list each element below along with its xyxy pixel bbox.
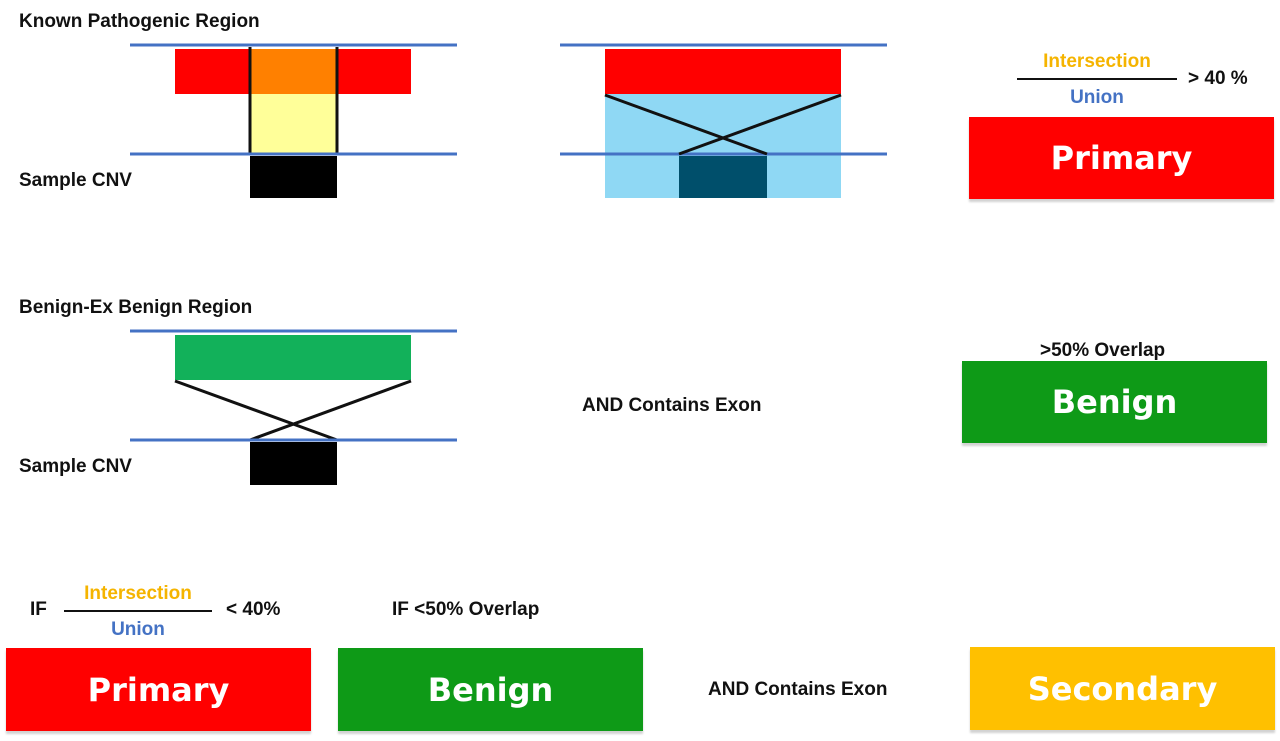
intersection-block <box>250 49 337 94</box>
threshold-greater-label: > 40 % <box>1188 68 1248 89</box>
fraction-bar <box>64 610 212 612</box>
sample-cnv-bar <box>250 442 337 485</box>
benign-overlap-diagram <box>130 329 457 485</box>
fraction-denominator: Union <box>1070 87 1124 108</box>
benign-ex-benign-region-label: Benign-Ex Benign Region <box>19 297 253 318</box>
known-pathogenic-region-label: Known Pathogenic Region <box>19 11 260 32</box>
over-50-overlap-label: >50% Overlap <box>1040 340 1166 361</box>
cross-line-right <box>249 379 412 442</box>
and-contains-exon-label: AND Contains Exon <box>582 395 762 416</box>
cross-line-left <box>174 379 338 442</box>
if-under-50-overlap-label: IF <50% Overlap <box>392 599 540 620</box>
intersection-over-union-fraction: Intersection Union <box>1017 52 1177 112</box>
pathogenic-region-bar <box>605 49 841 94</box>
cross-line-right <box>678 93 842 156</box>
and-contains-exon-label: AND Contains Exon <box>708 679 888 700</box>
pathogenic-intersection-diagram <box>130 43 457 198</box>
fraction-numerator: Intersection <box>1043 51 1151 72</box>
fraction-bar <box>1017 78 1177 80</box>
if-label: IF <box>30 599 47 620</box>
intersection-over-union-fraction: Intersection Union <box>64 584 212 644</box>
sample-cnv-bar <box>679 156 767 198</box>
benign-badge: Benign <box>338 648 643 731</box>
fraction-numerator: Intersection <box>84 583 192 604</box>
sample-cnv-label: Sample CNV <box>19 456 132 477</box>
pathogenic-union-diagram <box>560 43 887 198</box>
cross-line-left <box>604 93 768 156</box>
threshold-less-label: < 40% <box>226 599 281 620</box>
primary-badge: Primary <box>969 117 1274 199</box>
secondary-badge: Secondary <box>970 647 1275 730</box>
sample-cnv-bar <box>250 156 337 198</box>
sample-extent-block <box>250 94 337 154</box>
primary-badge: Primary <box>6 648 311 731</box>
benign-region-bar <box>175 335 411 380</box>
sample-cnv-label: Sample CNV <box>19 170 132 191</box>
fraction-denominator: Union <box>111 619 165 640</box>
benign-badge: Benign <box>962 361 1267 443</box>
